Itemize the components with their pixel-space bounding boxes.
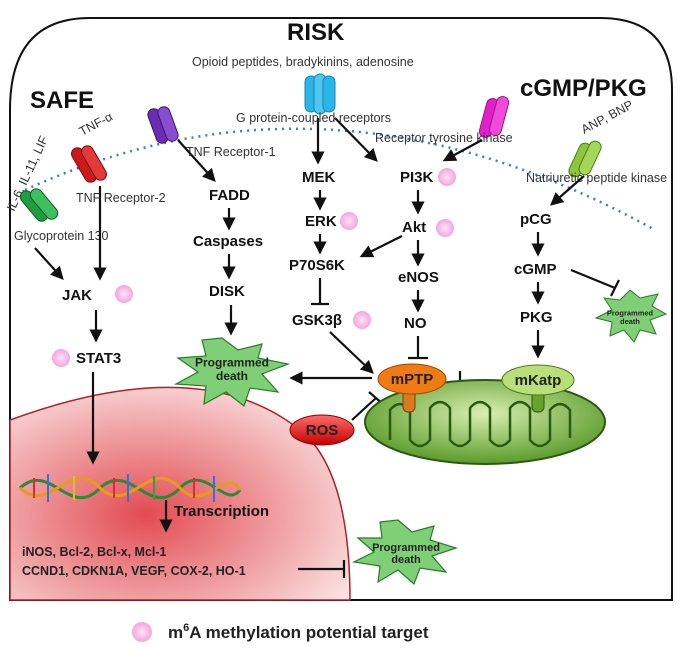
dna-helix-icon <box>18 474 242 502</box>
akt-node: Akt <box>402 219 426 236</box>
rtk-label: Receptor tyrosine kinase <box>375 131 513 145</box>
anp-ligand: ANP, BNP <box>579 98 636 137</box>
pcg-node: pCG <box>520 211 552 228</box>
erk-node: ERK <box>305 213 337 230</box>
safe-title: SAFE <box>30 87 94 114</box>
gpcr-label: G protein-coupled receptors <box>236 111 391 125</box>
inhibit-cgmp-death <box>570 268 616 290</box>
gp130-label: Glycoprotein 130 <box>14 229 109 243</box>
mkatp-ellipse <box>501 364 575 396</box>
gsk3b-node: GSK3β <box>292 312 342 329</box>
tnfr2-label: TNF Receptor-2 <box>76 191 166 205</box>
mptp-node: mPTP <box>391 371 434 388</box>
arrow-gsk3b-mptp <box>329 331 374 374</box>
m6a-marker-jak <box>115 285 133 303</box>
tnfr1-receptor-icon <box>147 106 179 144</box>
gpcr-receptor-icon <box>304 73 336 115</box>
cgmp-node: cGMP <box>514 261 557 278</box>
stat3-node: STAT3 <box>76 350 121 367</box>
enos-node: eNOS <box>398 269 439 286</box>
inhibit-bar-cgmp-death <box>610 279 620 297</box>
mptp-ellipse <box>377 363 447 395</box>
risk-title: RISK <box>287 19 345 46</box>
arrow-npk-pcg <box>550 175 585 206</box>
jak-node: JAK <box>62 287 92 304</box>
m6a-marker-stat3 <box>52 349 70 367</box>
m6a-marker-pi3k <box>438 168 456 186</box>
ros-node: ROS <box>306 422 339 439</box>
cell-membrane <box>24 127 656 232</box>
inhibit-ros-mptp <box>351 397 377 421</box>
genes-line2: CCND1, CDKN1A, VEGF, COX-2, HO-1 <box>22 564 246 578</box>
cgmp-title: cGMP/PKG <box>520 75 647 102</box>
arrow-gp130-jak <box>34 247 64 280</box>
p70s6k-node: P70S6K <box>289 257 345 274</box>
fadd-node: FADD <box>209 187 250 204</box>
m6a-marker-gsk3b <box>353 311 371 329</box>
npk-label: Natriuretic peptide kinase <box>526 171 667 185</box>
gp130-receptor-icon <box>19 188 59 222</box>
transcription-label: Transcription <box>174 503 269 520</box>
tnfr1-label: TNF Receptor-1 <box>186 145 276 159</box>
npk-receptor-icon <box>568 140 602 178</box>
pkg-node: PKG <box>520 309 553 326</box>
m6a-marker-erk <box>340 212 358 230</box>
mek-node: MEK <box>302 169 336 186</box>
ros-ellipse <box>289 414 355 446</box>
caspases-node: Caspases <box>193 233 263 250</box>
arrow-rtk-pi3k <box>442 139 483 162</box>
no-node: NO <box>404 315 427 332</box>
arrow-tnfr1-fadd <box>177 139 216 182</box>
arrow-akt-p70s6k <box>359 235 403 258</box>
mkatp-node: mKatp <box>515 372 562 389</box>
risk-ligands: Opioid peptides, bradykinins, adenosine <box>192 55 414 69</box>
legend-marker <box>132 622 152 642</box>
m6a-marker-akt <box>436 219 454 237</box>
legend-text: m6A methylation potential target <box>168 622 429 642</box>
tnfr2-receptor-icon <box>71 145 107 183</box>
genes-line1: iNOS, Bcl-2, Bcl-x, Mcl-1 <box>22 545 167 559</box>
pi3k-node: PI3K <box>400 169 434 186</box>
disk-node: DISK <box>209 283 245 300</box>
rtk-receptor-icon <box>478 95 510 139</box>
arrow-gpcr-pi3k <box>334 117 378 162</box>
